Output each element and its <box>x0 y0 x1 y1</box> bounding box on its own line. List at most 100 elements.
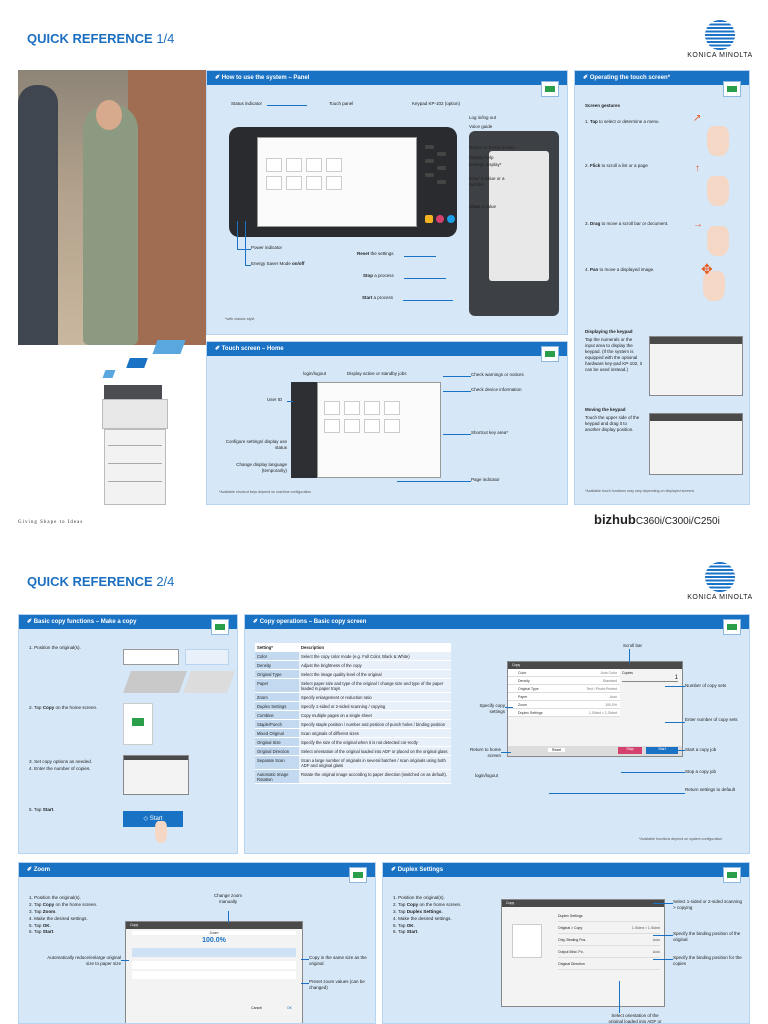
tile-scan-folder-2[interactable] <box>344 419 360 433</box>
panel-heading: ✐ Duplex Settings <box>383 863 749 877</box>
original-orientation-diagram <box>123 649 179 665</box>
tile-scan-folder-2[interactable] <box>286 176 302 190</box>
tile-copy[interactable] <box>324 401 340 415</box>
stop-key[interactable] <box>436 215 444 223</box>
label-power: Power indicator <box>251 245 283 250</box>
zoom-header: Zoom <box>132 931 296 935</box>
person-left <box>18 85 58 345</box>
label-enter-value: Enter a value or a number <box>469 176 505 188</box>
duplex-setting-row[interactable]: Orig. Binding Pos.Auto <box>558 934 660 946</box>
tile-copy[interactable] <box>266 158 282 172</box>
copy-tile-illustration <box>123 703 153 745</box>
konica-minolta-logo: KONICA MINOLTA <box>680 562 760 601</box>
label-enter-number: Enter number of copy sets <box>685 717 738 722</box>
label-voice: Voice guide <box>469 124 493 129</box>
stop-button[interactable]: Stop <box>618 747 642 754</box>
label-home: Return to home screen <box>469 145 515 150</box>
hand-icon <box>155 821 167 843</box>
setting-name: Combine <box>255 710 299 720</box>
step: 3. Tap Duplex Settings. <box>393 908 443 914</box>
start-key[interactable] <box>447 215 455 223</box>
setting-label: Duplex Settings <box>518 711 543 715</box>
copy-icon <box>541 346 559 362</box>
tile-scan-folder[interactable] <box>384 401 400 415</box>
start-button[interactable]: ◇ Start <box>123 811 183 827</box>
tile-web-browser[interactable] <box>364 419 380 433</box>
label-clear: Clear a value <box>469 204 497 209</box>
duplex-setting-row[interactable]: Output Bind. Po.Auto <box>558 946 660 958</box>
globe-icon <box>705 20 735 50</box>
step: 4. Make the desired settings. <box>29 915 88 921</box>
label-active-jobs: Display active or standby jobs <box>347 371 407 376</box>
auto-zoom-row[interactable] <box>132 948 296 957</box>
copies-input[interactable]: 1 <box>622 675 678 682</box>
label-reset: Reset the settings <box>357 251 394 256</box>
setting-description: Rotate the original image according to p… <box>299 769 451 784</box>
setting-label: Original > Copy <box>558 926 583 930</box>
reset-button[interactable]: Reset <box>548 748 566 752</box>
copy-setting-row[interactable]: Density Standard <box>508 677 620 685</box>
zoom-screen[interactable]: Copy Zoom 100.0% Cancel OK <box>125 921 303 1023</box>
adf-illustration <box>122 671 188 693</box>
setting-label: Orig. Binding Pos. <box>558 938 587 942</box>
preset-row[interactable] <box>132 971 296 979</box>
step: 6. Tap Start. <box>393 929 419 935</box>
tile-fax[interactable] <box>364 401 380 415</box>
person-face <box>96 100 122 130</box>
setting-value: Auto Color <box>600 671 617 675</box>
setting-value: Standard <box>602 679 617 683</box>
tile-marketplace[interactable] <box>384 419 400 433</box>
start-button[interactable]: Start <box>646 747 678 754</box>
touch-screen[interactable] <box>257 137 417 227</box>
setting-name: Color <box>255 651 299 661</box>
zoom-value[interactable]: 100.0% <box>202 937 226 944</box>
tagline: Giving Shape to Ideas <box>18 520 84 525</box>
setting-description: Select the copy color mode (e.g. Full Co… <box>299 651 451 661</box>
reset-key[interactable] <box>425 215 433 223</box>
label-language: Change display language (temporarily) <box>236 462 287 474</box>
cancel-button[interactable]: Cancel <box>251 1006 262 1010</box>
tile-web-browser[interactable] <box>306 176 322 190</box>
duplex-setting-row[interactable]: Original Direction <box>558 958 660 970</box>
panel-how-to-use: ✐ How to use the system – Panel Status i… <box>206 70 568 335</box>
setting-name: Staple/Punch <box>255 719 299 729</box>
setting-description: Specify enlargement or reduction ratio <box>299 692 451 702</box>
hardware-keypad[interactable] <box>425 143 451 207</box>
mfp-illustration <box>102 385 168 505</box>
tile-scan-email[interactable] <box>344 401 360 415</box>
hand-drag-icon <box>707 226 729 256</box>
hand-pan-icon <box>703 271 725 301</box>
duplex-setting-row[interactable]: Duplex Settings <box>558 910 660 922</box>
setting-label: Density <box>518 679 530 683</box>
tile-scan-me[interactable] <box>324 419 340 433</box>
tile-scan-folder[interactable] <box>326 158 342 172</box>
tile-scan-email[interactable] <box>286 158 302 172</box>
tile-marketplace[interactable] <box>326 176 342 190</box>
setting-description: Scan a large number of originals in seve… <box>299 755 451 770</box>
label-enlarge: Enlarge display* <box>469 162 502 167</box>
label-auto-zoom: Automatically reduce/enlarge original si… <box>47 955 121 967</box>
floating-tile <box>152 340 186 354</box>
tile-scan-me[interactable] <box>266 176 282 190</box>
copy-icon <box>211 619 229 635</box>
label-page-indicator: Page indicator <box>471 477 500 482</box>
label-stop: Stop a process <box>363 273 394 278</box>
tile-fax[interactable] <box>306 158 322 172</box>
setting-name: Original Direction <box>255 746 299 756</box>
home-screen[interactable] <box>317 382 441 478</box>
gestures-title: Screen gestures <box>585 103 621 108</box>
preset-row[interactable] <box>132 961 296 969</box>
ok-button[interactable]: OK <box>286 1006 292 1010</box>
setting-name: Density <box>255 660 299 670</box>
